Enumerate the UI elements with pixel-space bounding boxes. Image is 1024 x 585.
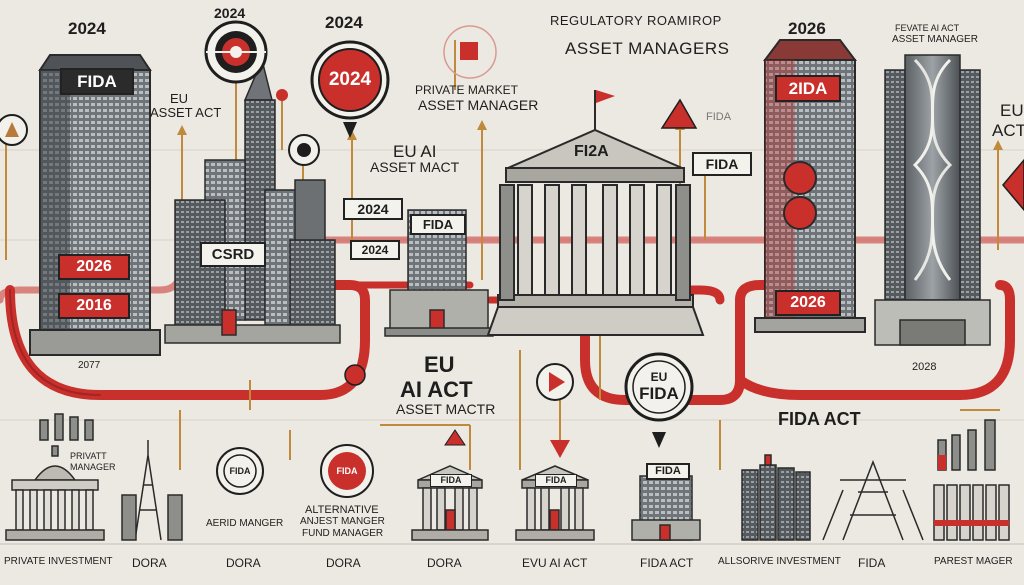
label-aerid-manger: AERID MANGER	[206, 518, 284, 529]
tag-2016-left-tower: 2016	[58, 293, 130, 319]
year-2024-badge-shape	[310, 40, 390, 138]
mini-pillars	[39, 413, 94, 441]
label-eu-act-right-1: EU	[1000, 101, 1024, 120]
label-eu-ai-asset-2: ASSET MACT	[370, 159, 460, 175]
label-private-market-1: PRIVATE MARKET	[415, 83, 518, 97]
tag-2026-right-tower: 2026	[775, 290, 841, 316]
bottom-caption-7: ALLSORIVE INVESTMENT	[718, 556, 841, 567]
bottom-caption-4: DORA	[427, 556, 462, 570]
pylon-right	[822, 459, 924, 541]
dna-tower	[874, 54, 991, 346]
red-up-arrow	[660, 98, 698, 129]
tag-fida-bottom-center: FIDA	[646, 463, 690, 480]
eu-fida-badge: EU FIDA	[628, 356, 690, 418]
tag-fida-small-building: FIDA	[410, 214, 466, 235]
label-privatt-2: MANAGER	[70, 462, 116, 472]
right-tower	[754, 39, 866, 333]
year-2024-badge-text: 2024	[328, 69, 372, 90]
right-red-arrow	[1002, 158, 1024, 212]
bottom-caption-0: PRIVATE INVESTMENT	[4, 556, 113, 567]
fida-small-badge-text: FIDA	[229, 466, 251, 476]
bottom-caption-1: DORA	[132, 556, 167, 570]
bottom-caption-3: DORA	[326, 556, 361, 570]
label-alternative-3: FUND MANAGER	[302, 528, 384, 539]
pylon-left	[121, 440, 183, 541]
label-eu-asset-act-2: ASSET ACT	[150, 105, 222, 120]
label-privatt-1: PRIVATT	[70, 451, 107, 461]
eu-fida-badge-line2: FIDA	[639, 384, 679, 403]
tag-fida-right-tower: 2IDA	[775, 75, 841, 102]
tag-fida-right: FIDA	[692, 152, 752, 176]
tag-fida-bottom-bank1: FIDA	[430, 474, 472, 487]
bottom-caption-6: FIDA ACT	[640, 556, 694, 570]
eu-fida-badge-line1: EU	[650, 370, 668, 384]
battery-cylinders	[933, 419, 1010, 541]
label-eu-asset-act-1: EU	[170, 91, 189, 106]
label-alternative-2: ANJEST MANGER	[300, 516, 385, 527]
label-private-market-2: ASSET MANAGER	[418, 97, 539, 113]
tag-csrd: CSRD	[200, 242, 266, 267]
bottom-caption-9: PAREST MAGER	[934, 556, 1013, 567]
office-bottom	[631, 475, 701, 541]
small-round-icons	[0, 25, 907, 386]
label-fevate-1: FEVATE AI ACT	[895, 23, 960, 33]
bottom-caption-8: FIDA	[858, 556, 886, 570]
bottom-caption-2: DORA	[226, 556, 261, 570]
tag-2024-a: 2024	[343, 198, 403, 220]
label-fida-small: FIDA	[706, 111, 732, 123]
page-title-line2: ASSET MANAGERS	[565, 39, 730, 58]
server-racks	[741, 454, 811, 541]
label-fida-act-right: FIDA ACT	[778, 409, 861, 429]
fida-small-badge: FIDA	[224, 459, 256, 483]
center-badges	[216, 352, 694, 498]
capitol-building	[5, 445, 105, 541]
city-cluster	[164, 57, 341, 344]
year-label-top-right: 2026	[788, 19, 826, 38]
label-eu-ai-asset-1: EU AI	[393, 142, 437, 161]
path-year-2077: 2077	[78, 360, 101, 371]
tag-2024-b: 2024	[350, 240, 400, 260]
fida-red-badge-text: FIDA	[336, 466, 358, 476]
label-temple-fida: FI2A	[574, 143, 609, 160]
bottom-caption-5: EVU AI ACT	[522, 556, 588, 570]
label-eu-act-right-2: ACT	[992, 121, 1024, 140]
temple-building	[486, 90, 705, 336]
target-icon	[204, 20, 268, 84]
fida-red-badge: FIDA	[328, 461, 366, 481]
label-fevate-2: ASSET MANAGER	[892, 34, 978, 45]
center-label-asset-mactr: ASSET MACTR	[396, 401, 496, 417]
year-label-top-center: 2024	[325, 13, 363, 32]
center-label-eu: EU	[424, 352, 455, 377]
center-label-ai-act: AI ACT	[400, 377, 473, 402]
year-label-top-center-left: 2024	[214, 5, 246, 21]
year-2024-badge: 2024	[319, 49, 381, 111]
tag-fida-left-tower: FIDA	[60, 68, 134, 95]
label-alternative-1: ALTERNATIVE	[305, 504, 379, 516]
path-year-2028: 2028	[912, 361, 937, 373]
bottom-icons	[5, 413, 1010, 541]
page-title-line1: REGULATORY ROAMIROP	[550, 13, 722, 28]
year-label-top-left: 2024	[68, 19, 106, 38]
tag-fida-bottom-bank2: FIDA	[535, 474, 577, 487]
tag-2026-left-tower: 2026	[58, 254, 130, 280]
